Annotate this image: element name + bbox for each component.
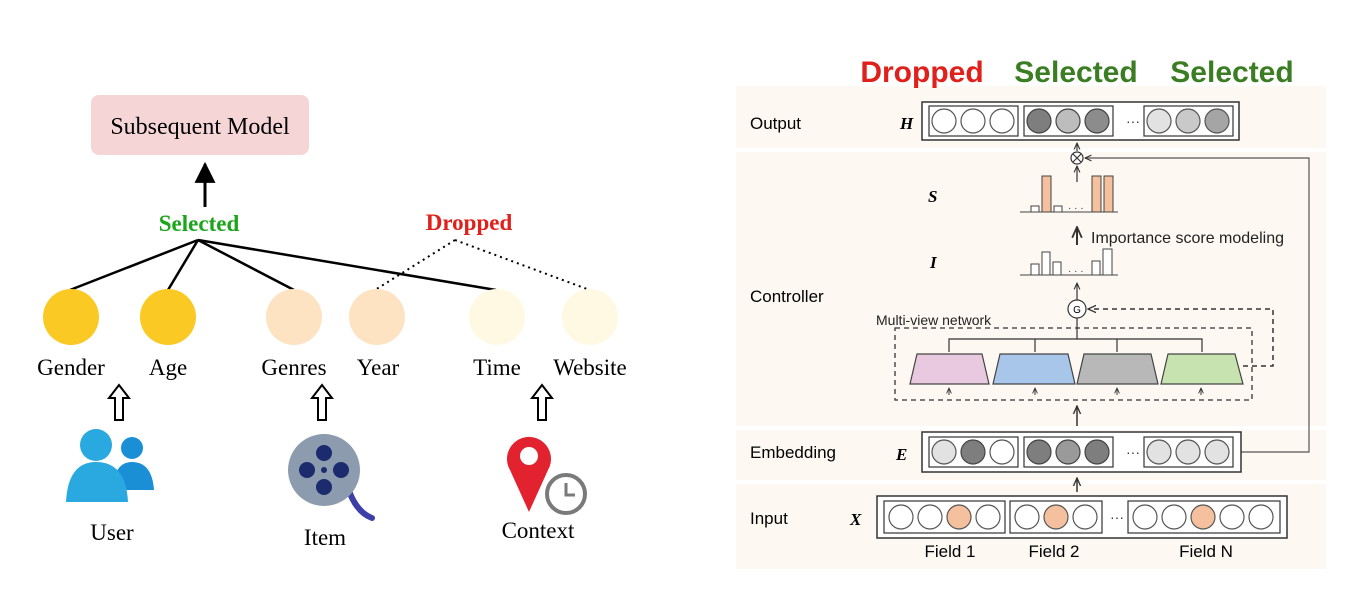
symbol-i: I xyxy=(929,253,938,272)
feature-label-year: Year xyxy=(357,355,400,380)
selected-lines xyxy=(69,238,497,292)
symbol-h: H xyxy=(899,114,914,133)
row-label-embedding: Embedding xyxy=(750,443,836,462)
view-trapezoid-green xyxy=(1160,353,1244,385)
field-label-1: Field 1 xyxy=(924,542,975,561)
subsequent-model-box xyxy=(91,95,309,155)
time-node xyxy=(469,289,525,345)
user-icon xyxy=(66,429,154,502)
feature-label-genres: Genres xyxy=(261,355,326,380)
gate-feedback-arrow xyxy=(1088,309,1274,367)
year-node xyxy=(349,289,405,345)
i-score-bars: · · · xyxy=(1020,248,1118,277)
importance-score-label: Importance score modeling xyxy=(1091,230,1284,247)
feature-label-gender: Gender xyxy=(37,355,105,380)
selected-label: Selected xyxy=(159,211,240,236)
top-label-selected-2: Selected xyxy=(1170,56,1293,89)
symbol-e: E xyxy=(895,445,907,464)
skip-connection xyxy=(1085,158,1310,453)
embedding-vector: ··· xyxy=(921,431,1242,473)
view-trapezoid-pink xyxy=(909,353,990,385)
field-label-n: Field N xyxy=(1179,542,1233,561)
gate-label: G xyxy=(1073,305,1081,316)
subsequent-model-label: Subsequent Model xyxy=(110,114,290,140)
svg-text:· · ·: · · · xyxy=(1068,266,1084,277)
website-node xyxy=(562,289,618,345)
svg-text:···: ··· xyxy=(1126,113,1140,129)
map-pin-clock-icon xyxy=(507,436,587,515)
age-node xyxy=(140,289,196,345)
source-label-context: Context xyxy=(502,518,575,543)
source-label-item: Item xyxy=(304,525,346,550)
feature-label-website: Website xyxy=(553,355,627,380)
multiview-label: Multi-view network xyxy=(876,312,992,328)
left-panel: Subsequent Model Selected Dropped Gender… xyxy=(37,95,627,550)
film-reel-icon xyxy=(288,434,375,521)
right-panel: Dropped Selected Selected Output Control… xyxy=(736,56,1326,569)
source-label-user: User xyxy=(90,520,134,545)
svg-text:···: ··· xyxy=(1126,444,1140,460)
row-label-output: Output xyxy=(750,114,801,133)
symbol-x: X xyxy=(849,510,862,529)
svg-text:···: ··· xyxy=(1110,509,1124,525)
output-vector: ··· xyxy=(921,101,1240,141)
dropped-lines xyxy=(374,239,596,293)
user-up-arrow xyxy=(106,383,132,421)
top-label-selected-1: Selected xyxy=(1014,56,1137,89)
genres-node xyxy=(266,289,322,345)
feature-label-age: Age xyxy=(149,355,187,380)
field-label-2: Field 2 xyxy=(1028,542,1079,561)
item-up-arrow xyxy=(309,383,335,421)
view-trapezoid-blue xyxy=(992,353,1076,385)
dropped-label: Dropped xyxy=(426,210,513,235)
top-label-dropped: Dropped xyxy=(860,56,983,89)
gender-node xyxy=(43,289,99,345)
input-vector: ··· xyxy=(876,495,1288,539)
svg-text:· · ·: · · · xyxy=(1068,203,1084,214)
s-score-bars: · · · xyxy=(1020,175,1118,214)
context-up-arrow xyxy=(529,383,555,421)
view-trapezoid-gray xyxy=(1076,353,1159,385)
multiview-network-box xyxy=(894,327,1253,401)
symbol-s: S xyxy=(928,187,937,206)
row-label-controller: Controller xyxy=(750,287,824,306)
feature-label-time: Time xyxy=(473,355,521,380)
row-label-input: Input xyxy=(750,509,788,528)
